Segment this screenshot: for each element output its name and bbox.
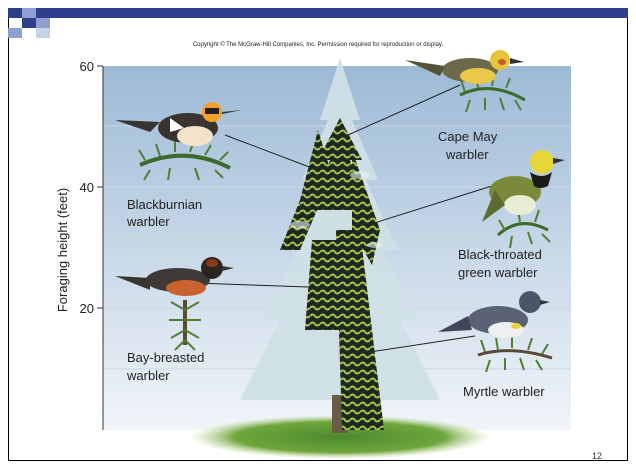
slide-number: 12 (592, 451, 602, 461)
y-ticks (97, 66, 103, 308)
y-tick-60: 60 (80, 59, 94, 74)
label-blackburnian-1: Blackburnian (127, 197, 202, 212)
label-cape-may-1: Cape May (438, 129, 498, 144)
label-black-throated-1: Black-throated (458, 247, 542, 262)
label-myrtle: Myrtle warbler (463, 384, 545, 399)
y-tick-20: 20 (80, 301, 94, 316)
label-blackburnian-2: warbler (126, 214, 170, 229)
y-axis-label: Foraging height (feet) (55, 188, 70, 312)
label-black-throated-2: green warbler (458, 265, 538, 280)
y-tick-40: 40 (80, 180, 94, 195)
label-bay-breasted-2: warbler (126, 368, 170, 383)
label-cape-may-2: warbler (445, 147, 489, 162)
label-bay-breasted-1: Bay-breasted (127, 350, 204, 365)
